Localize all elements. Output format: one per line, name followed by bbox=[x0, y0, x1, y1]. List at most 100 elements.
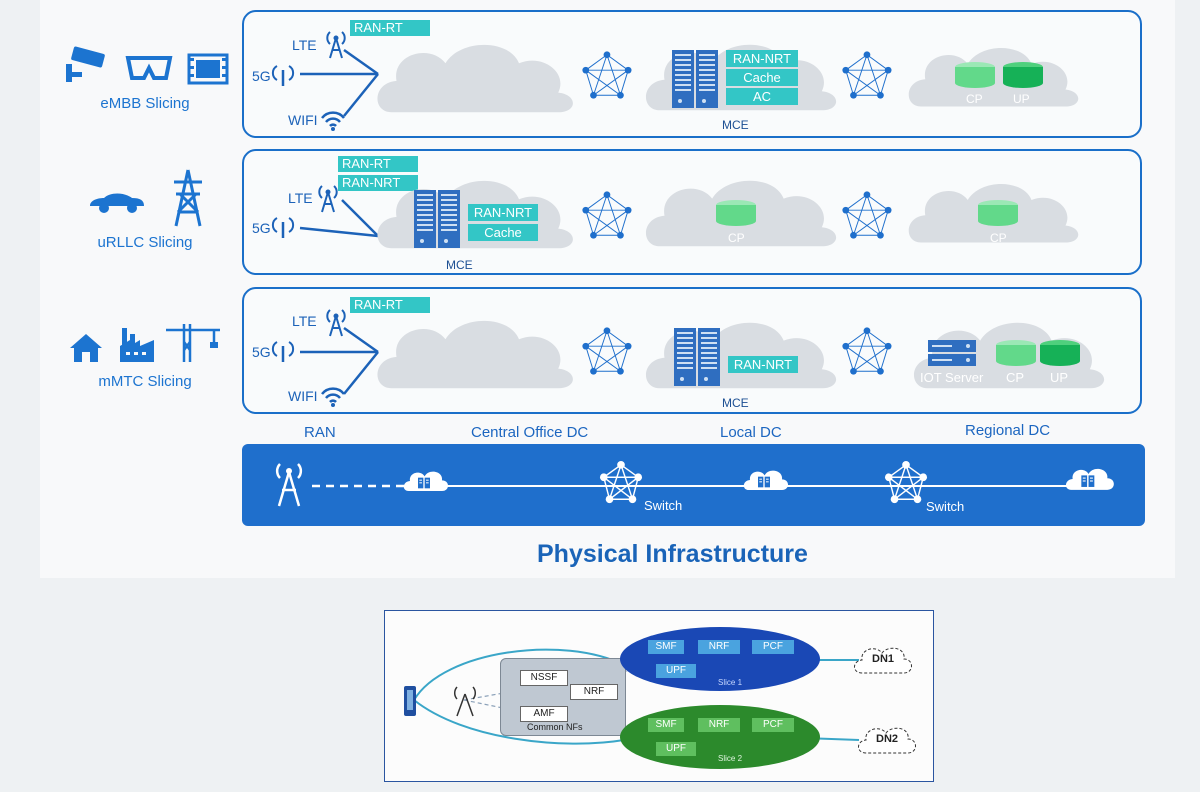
vr-glasses-icon bbox=[125, 56, 173, 80]
base-station-icon bbox=[453, 686, 477, 717]
cp-label: CP bbox=[990, 231, 1007, 245]
up-db-icon bbox=[1003, 62, 1043, 88]
slice2-label: Slice 2 bbox=[718, 754, 743, 763]
ran-links bbox=[299, 199, 379, 238]
mesh-network-icon bbox=[841, 50, 892, 100]
nf-cache: Cache bbox=[468, 224, 538, 241]
lte-label: LTE bbox=[292, 313, 317, 329]
car-icon bbox=[90, 193, 144, 213]
dn1-cloud-icon bbox=[854, 647, 912, 674]
cloud-server-icon bbox=[1065, 468, 1114, 490]
dc-label-local: Local DC bbox=[720, 424, 782, 441]
switch-icon bbox=[884, 460, 928, 504]
device-icon bbox=[404, 686, 416, 716]
up-db-icon bbox=[1040, 340, 1080, 366]
cp-label: CP bbox=[966, 92, 983, 106]
infra-title: Physical Infrastructure bbox=[537, 540, 808, 568]
dn2-cloud-icon bbox=[858, 727, 916, 754]
nf-ran-nrt: RAN-NRT bbox=[728, 356, 798, 373]
nf-ran-nrt: RAN-NRT bbox=[726, 50, 798, 67]
crane-icon bbox=[166, 324, 220, 362]
nf-smf: SMF bbox=[648, 640, 684, 654]
dn2-label: DN2 bbox=[876, 733, 899, 745]
factory-icon bbox=[120, 328, 154, 362]
mesh-network-icon bbox=[841, 190, 892, 240]
lte-label: LTE bbox=[292, 37, 317, 53]
cp-db-icon bbox=[996, 340, 1036, 366]
5g-label: 5G bbox=[252, 68, 271, 84]
nf-nrf: NRF bbox=[698, 640, 740, 654]
5g-signal-icon bbox=[271, 64, 295, 88]
cell-tower-icon bbox=[275, 463, 303, 507]
slice-label-urllc: uRLLC Slicing bbox=[97, 234, 193, 251]
mce-server-icon bbox=[674, 328, 720, 386]
cctv-camera-icon bbox=[66, 46, 105, 82]
dc-label-ran: RAN bbox=[304, 424, 336, 441]
ran-links bbox=[300, 48, 379, 117]
switch-label: Switch bbox=[926, 499, 965, 514]
switch-icon bbox=[599, 460, 643, 504]
dn1-label: DN1 bbox=[872, 653, 895, 665]
slice2-ellipse bbox=[620, 705, 820, 769]
slice1-ellipse bbox=[620, 627, 820, 691]
mesh-network-icon bbox=[581, 190, 632, 240]
cp-label: CP bbox=[1006, 370, 1025, 385]
mesh-network-icon bbox=[841, 326, 892, 376]
5g-label: 5G bbox=[252, 344, 271, 360]
up-label: UP bbox=[1050, 370, 1069, 385]
film-icon bbox=[187, 53, 229, 85]
iot-server-icon bbox=[928, 340, 976, 366]
cloud-ran bbox=[377, 44, 573, 113]
mce-server-icon bbox=[414, 190, 460, 248]
ran-links bbox=[300, 326, 379, 395]
nf-cache: Cache bbox=[726, 69, 798, 86]
cp-db-icon bbox=[978, 200, 1018, 226]
dc-label-regional: Regional DC bbox=[965, 422, 1051, 439]
cp-db-icon bbox=[955, 62, 995, 88]
nf-amf: AMF bbox=[520, 706, 568, 722]
5g-label: 5G bbox=[252, 220, 271, 236]
slice-label-mmtc: mMTC Slicing bbox=[98, 373, 192, 390]
wifi-label: WIFI bbox=[288, 112, 318, 128]
nf-pcf: PCF bbox=[752, 640, 794, 654]
nf-smf: SMF bbox=[648, 718, 684, 732]
ran-nrt-tag: RAN-NRT bbox=[338, 175, 418, 191]
slice1-label: Slice 1 bbox=[718, 678, 743, 687]
ran-rt-tag: RAN-RT bbox=[350, 297, 430, 313]
mce-label: MCE bbox=[722, 118, 749, 132]
lte-label: LTE bbox=[288, 190, 313, 206]
nf-nrf: NRF bbox=[698, 718, 740, 732]
mesh-network-icon bbox=[581, 326, 632, 376]
iot-server-label: IOT Server bbox=[920, 370, 984, 385]
nf-pcf: PCF bbox=[752, 718, 794, 732]
nf-ac: AC bbox=[726, 88, 798, 105]
infra-links bbox=[312, 484, 1082, 488]
mce-label: MCE bbox=[446, 258, 473, 272]
cloud-local bbox=[645, 322, 837, 389]
nf-upf: UPF bbox=[656, 742, 696, 756]
common-nfs-label: Common NFs bbox=[527, 722, 583, 732]
cloud-server-icon bbox=[743, 470, 788, 490]
ran-rt-tag: RAN-RT bbox=[338, 156, 418, 172]
house-icon bbox=[70, 334, 102, 362]
nf-upf: UPF bbox=[656, 664, 696, 678]
ran-rt-tag: RAN-RT bbox=[350, 20, 430, 36]
mce-server-icon bbox=[672, 50, 718, 108]
nf-nrf: NRF bbox=[570, 684, 618, 700]
mce-label: MCE bbox=[722, 396, 749, 410]
slice-label-embb: eMBB Slicing bbox=[100, 95, 190, 112]
dc-label-central-office: Central Office DC bbox=[471, 424, 589, 441]
nf-ran-nrt: RAN-NRT bbox=[468, 204, 538, 221]
mesh-network-icon bbox=[581, 50, 632, 100]
wifi-label: WIFI bbox=[288, 388, 318, 404]
5g-signal-icon bbox=[271, 216, 295, 240]
cp-label: CP bbox=[728, 231, 745, 245]
cloud-central-office bbox=[377, 320, 573, 389]
5g-signal-icon bbox=[271, 340, 295, 364]
power-tower-icon bbox=[174, 169, 202, 227]
cp-db-icon bbox=[716, 200, 756, 226]
cloud-server-icon bbox=[403, 471, 448, 491]
nf-nssf: NSSF bbox=[520, 670, 568, 686]
switch-label: Switch bbox=[644, 498, 683, 513]
up-label: UP bbox=[1013, 92, 1030, 106]
